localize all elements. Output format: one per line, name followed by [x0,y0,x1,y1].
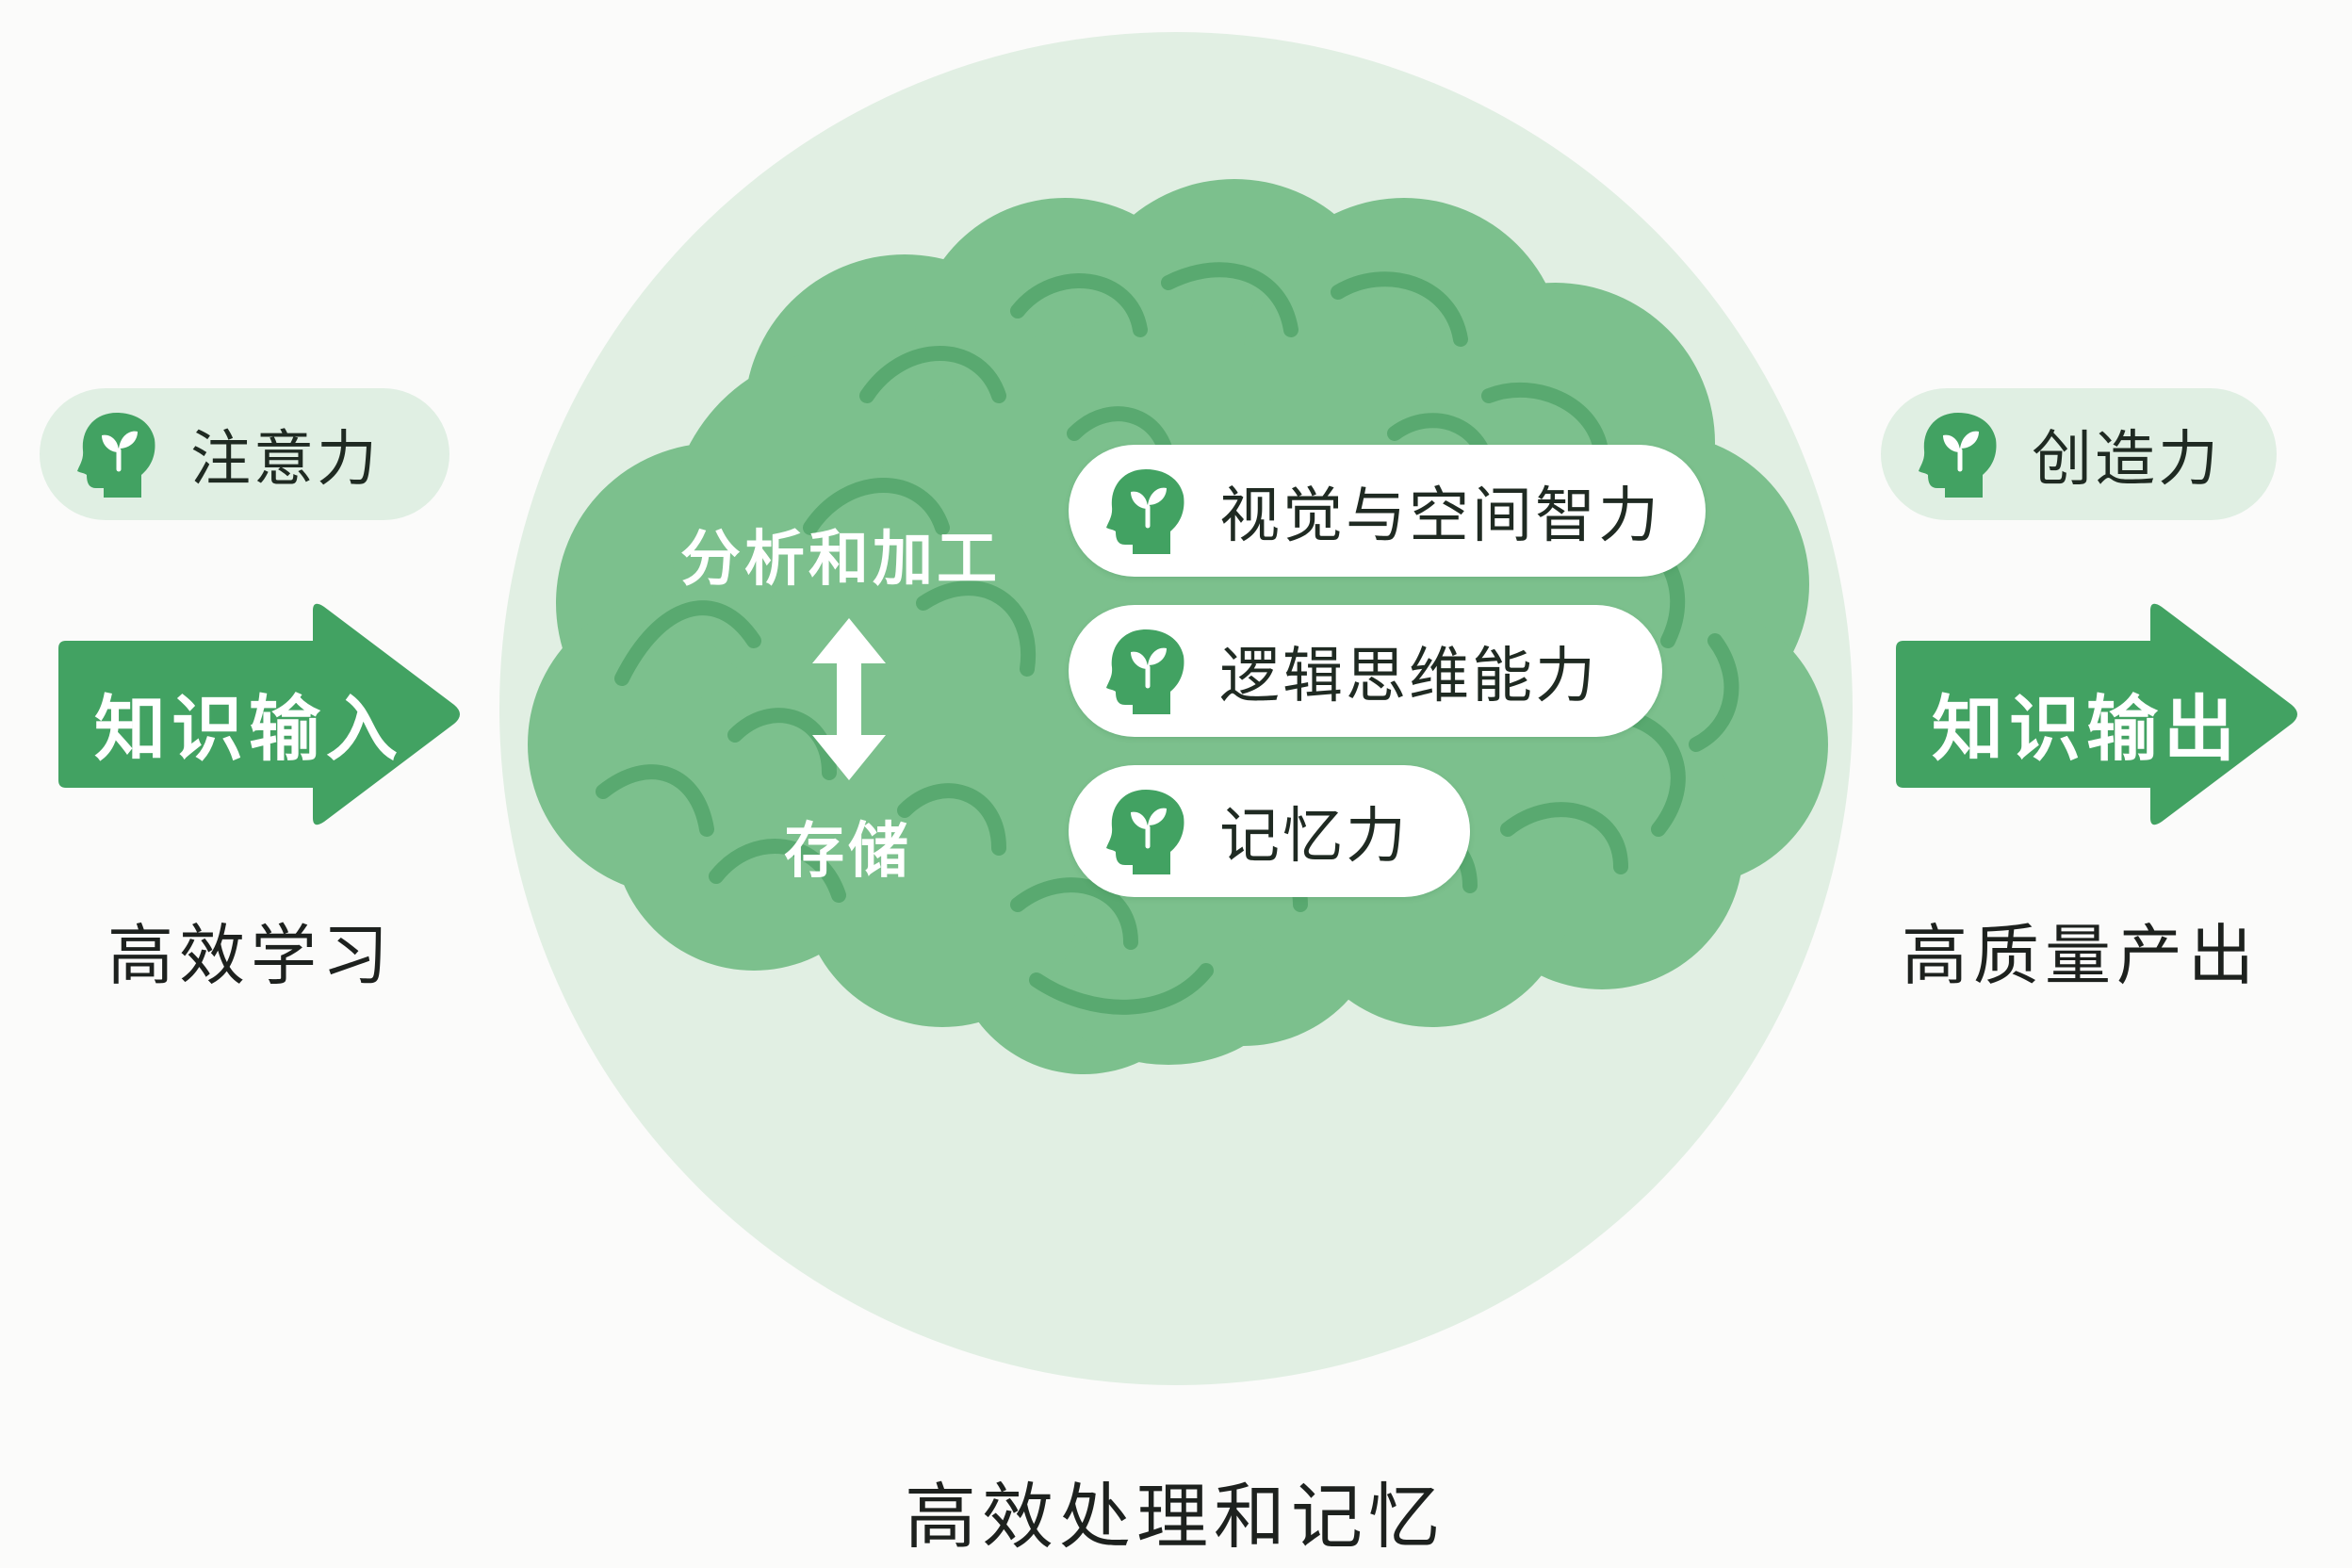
knowledge-input-arrow [58,603,460,825]
head-sprout-icon [1106,629,1184,714]
head-sprout-icon [1106,790,1184,874]
head-sprout-icon [1919,413,1997,498]
ability-visual-spatial: 视觉与空间智力 [1069,445,1706,577]
brain-folds [596,262,1740,1015]
badge-attention: 注意力 [40,388,449,520]
knowledge-output-label: 知识输出 [1932,687,2241,771]
efficient-processing-memory-caption: 高效处理和记忆 [905,1475,1446,1559]
ability-label: 记忆力 [1219,802,1409,872]
ability-label: 逻辑思维能力 [1219,642,1598,711]
ability-logical-thinking: 逻辑思维能力 [1069,605,1662,737]
head-sprout-icon [1106,469,1184,554]
ability-memory: 记忆力 [1069,765,1470,897]
badge-creativity: 创造力 [1881,388,2277,520]
ability-label: 视觉与空间智力 [1219,482,1661,551]
knowledge-output-arrow [1896,603,2297,825]
analysis-processing-label: 分析和加工 [680,525,1001,595]
head-sprout-icon [77,413,155,498]
knowledge-input-label: 知识输入 [94,687,403,771]
badge-attention-label: 注意力 [190,425,380,495]
double-arrow-vertical-icon [812,618,886,780]
storage-label: 存储 [784,817,912,887]
high-quality-output-caption: 高质量产出 [1902,917,2260,994]
efficient-learning-caption: 高效学习 [107,917,394,994]
badge-creativity-label: 创造力 [2032,425,2221,495]
